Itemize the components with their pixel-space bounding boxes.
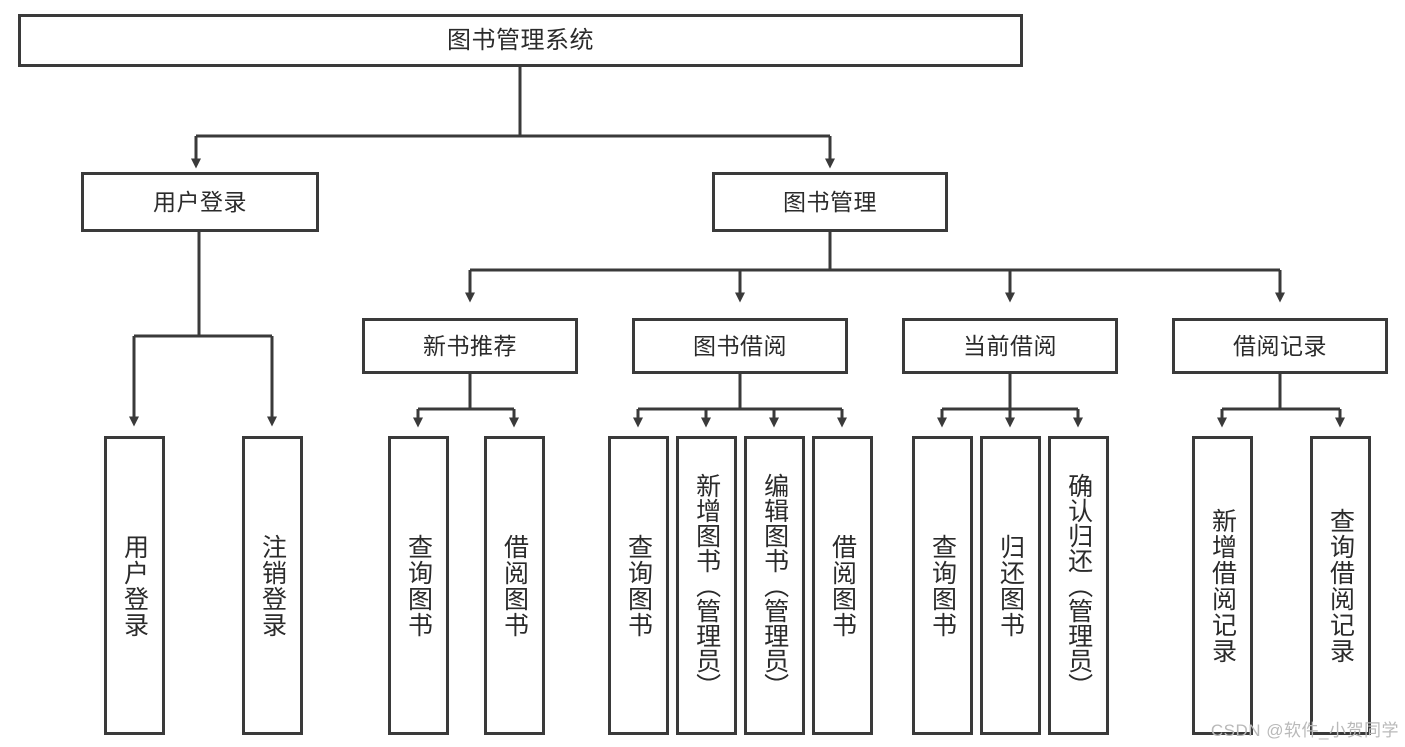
leaf-borrow-book-1[interactable]: 借阅图书	[484, 436, 545, 735]
node-label: 用户登录	[153, 188, 247, 215]
leaf-borrow-book-2[interactable]: 借阅图书	[812, 436, 873, 735]
node-label: 借阅图书	[828, 533, 857, 638]
leaf-edit-book-admin[interactable]: 编辑图书（管理员）	[744, 436, 805, 735]
node-book-management[interactable]: 图书管理	[712, 172, 948, 232]
leaf-query-book-3[interactable]: 查询图书	[912, 436, 973, 735]
leaf-query-book-2[interactable]: 查询图书	[608, 436, 669, 735]
node-label: 确认归还（管理员）	[1064, 473, 1093, 698]
node-borrow-record[interactable]: 借阅记录	[1172, 318, 1388, 374]
leaf-user-login[interactable]: 用户登录	[104, 436, 165, 735]
node-label: 编辑图书（管理员）	[760, 473, 789, 698]
leaf-add-book-admin[interactable]: 新增图书（管理员）	[676, 436, 737, 735]
node-label: 新书推荐	[423, 332, 517, 359]
node-label: 图书管理	[783, 188, 877, 215]
node-label: 归还图书	[996, 533, 1025, 638]
node-label: 查询借阅记录	[1326, 507, 1355, 664]
node-label: 图书借阅	[693, 332, 787, 359]
leaf-logout[interactable]: 注销登录	[242, 436, 303, 735]
node-label: 查询图书	[404, 533, 433, 638]
leaf-confirm-return-admin[interactable]: 确认归还（管理员）	[1048, 436, 1109, 735]
node-current-borrow[interactable]: 当前借阅	[902, 318, 1118, 374]
node-label: 新增图书（管理员）	[692, 473, 721, 698]
node-new-book-recommend[interactable]: 新书推荐	[362, 318, 578, 374]
node-user-login[interactable]: 用户登录	[81, 172, 319, 232]
node-label: 当前借阅	[963, 332, 1057, 359]
node-label: 查询图书	[624, 533, 653, 638]
node-label: 借阅记录	[1233, 332, 1327, 359]
leaf-add-borrow-record[interactable]: 新增借阅记录	[1192, 436, 1253, 735]
watermark-text: CSDN @软件_小贺同学	[1210, 721, 1399, 740]
node-label: 查询图书	[928, 533, 957, 638]
leaf-query-borrow-record[interactable]: 查询借阅记录	[1310, 436, 1371, 735]
leaf-query-book-1[interactable]: 查询图书	[388, 436, 449, 735]
node-label: 用户登录	[120, 533, 149, 638]
leaf-return-book[interactable]: 归还图书	[980, 436, 1041, 735]
node-label: 新增借阅记录	[1208, 507, 1237, 664]
node-book-borrow[interactable]: 图书借阅	[632, 318, 848, 374]
node-label: 注销登录	[258, 533, 287, 638]
node-root-system[interactable]: 图书管理系统	[18, 14, 1023, 67]
node-label: 借阅图书	[500, 533, 529, 638]
node-label: 图书管理系统	[447, 26, 594, 54]
